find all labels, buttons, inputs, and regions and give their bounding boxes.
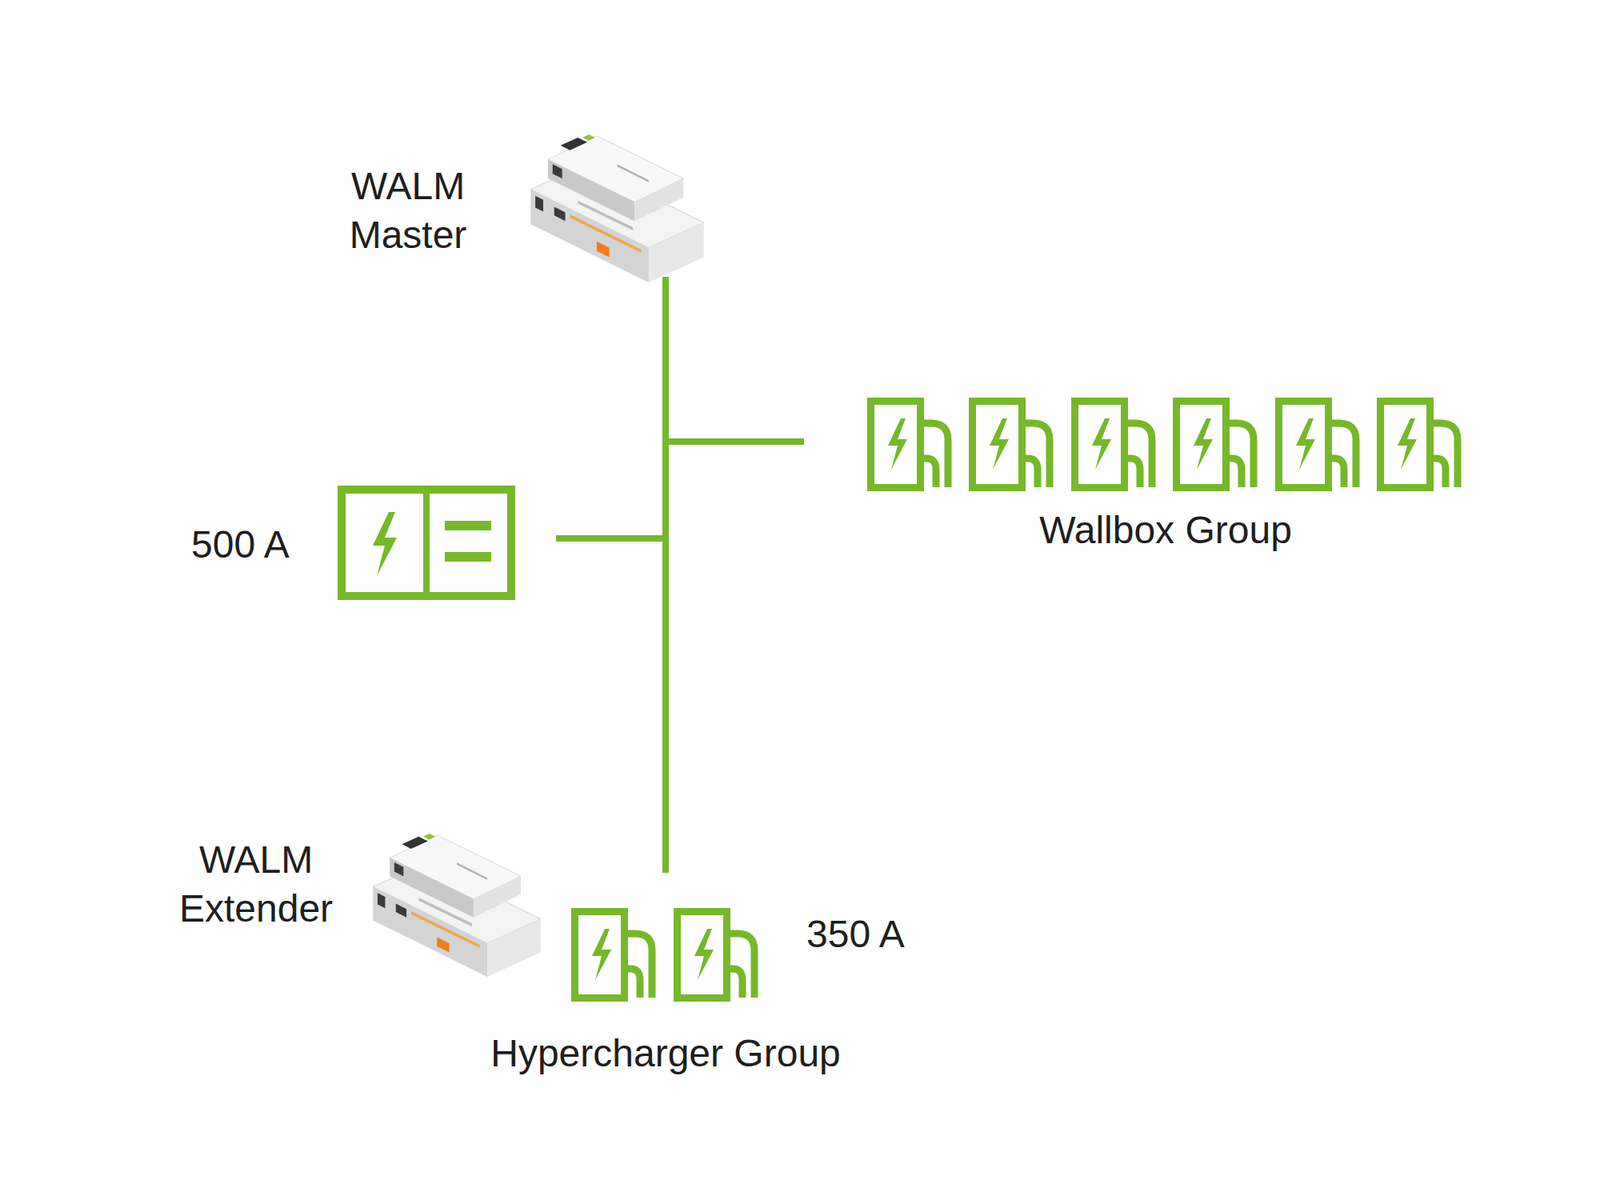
node-label: 350 A bbox=[806, 909, 927, 959]
node-label: WALM Master bbox=[328, 161, 488, 260]
node-label: Hypercharger Group bbox=[449, 1028, 882, 1078]
wallbox-icons bbox=[871, 401, 1459, 488]
walm-master-device bbox=[530, 134, 704, 283]
node-label: 500 A bbox=[191, 520, 336, 569]
node-label: Wallbox Group bbox=[867, 505, 1464, 555]
charger-group-node: 350 A Hypercharger Group bbox=[448, 872, 928, 1081]
text-slot: WALM Extender bbox=[164, 835, 348, 933]
text-slot: Wallbox Group bbox=[867, 505, 1464, 555]
bus-line bbox=[665, 276, 804, 442]
controller-node: WALM Extender bbox=[160, 832, 352, 936]
text-slot: 500 A bbox=[191, 520, 336, 569]
bus-line bbox=[662, 276, 669, 873]
charger-group-node: Wallbox Group bbox=[804, 397, 1468, 558]
text-slot: WALM Master bbox=[328, 161, 488, 260]
meter-node: 500 A bbox=[180, 485, 556, 600]
node-label: WALM Extender bbox=[164, 835, 348, 933]
text-slot: Hypercharger Group bbox=[449, 1028, 882, 1078]
energy-meter-symbol bbox=[341, 489, 512, 596]
walm-extender-device bbox=[372, 833, 541, 977]
bus-line bbox=[556, 276, 666, 539]
hypercharger-icons bbox=[575, 912, 756, 999]
text-slot: 350 A bbox=[806, 909, 927, 959]
controller-node: WALM Master bbox=[320, 132, 704, 277]
